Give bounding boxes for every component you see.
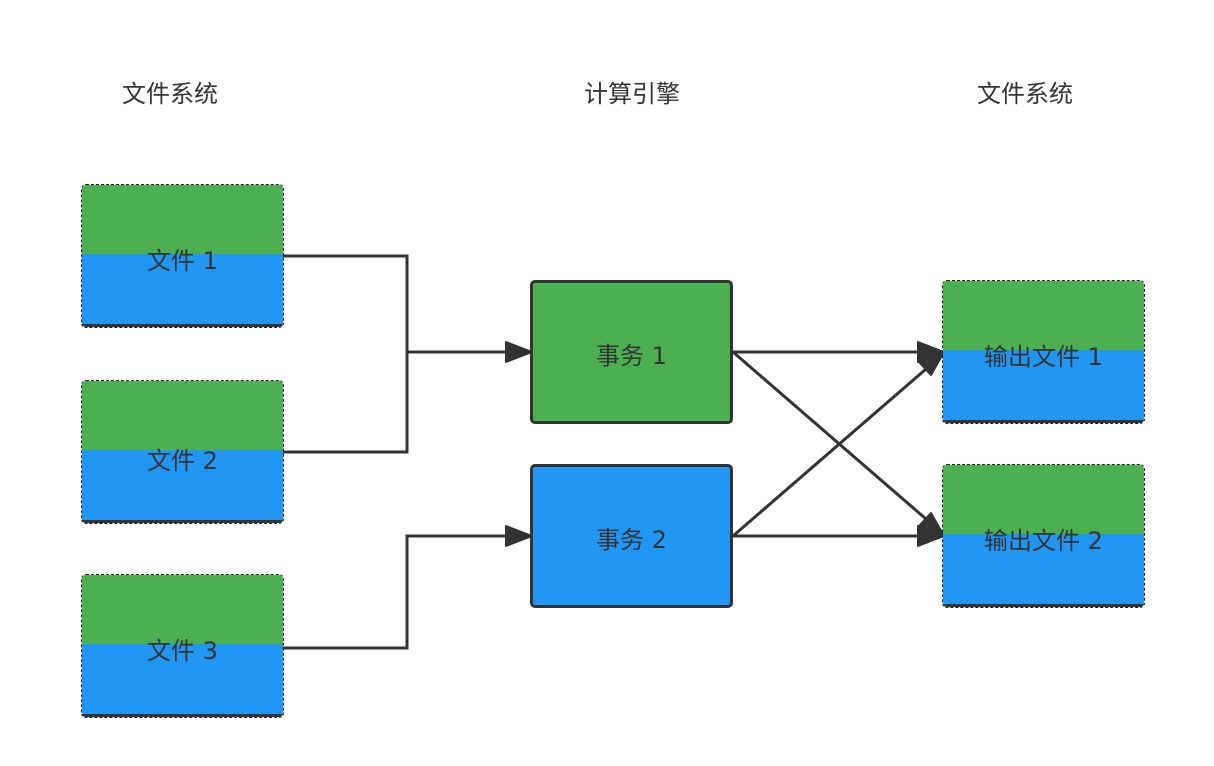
arrowhead-out2-diag — [918, 512, 945, 537]
output-file-2: 输出文件 2 — [942, 464, 1145, 608]
output-file-label: 输出文件 2 — [984, 527, 1103, 555]
arrowhead-out1-diag — [918, 351, 945, 376]
connector-file2 — [283, 352, 409, 454]
transaction-2: 事务 2 — [530, 464, 733, 608]
file-green-section — [943, 465, 1144, 538]
file-green-section — [943, 281, 1144, 354]
file-green-section — [82, 381, 283, 454]
input-file-label: 文件 3 — [147, 637, 218, 665]
arrowhead-tx2 — [505, 525, 533, 547]
input-file-1: 文件 1 — [81, 184, 284, 328]
arrowhead-tx1 — [505, 341, 533, 363]
input-file-label: 文件 1 — [147, 247, 218, 275]
file-blue-section — [82, 254, 283, 327]
connector-tx1-out2 — [732, 350, 927, 521]
file-blue-section — [943, 350, 1144, 423]
input-file-2: 文件 2 — [81, 380, 284, 524]
file-green-section — [82, 185, 283, 258]
file-blue-section — [82, 644, 283, 717]
file-green-section — [82, 575, 283, 648]
output-file-1: 输出文件 1 — [942, 280, 1145, 424]
file-blue-section — [943, 534, 1144, 607]
transaction-label: 事务 2 — [596, 526, 667, 554]
connector-file1 — [283, 254, 409, 352]
left-column-header: 文件系统 — [122, 80, 218, 108]
output-file-label: 输出文件 1 — [984, 343, 1103, 371]
input-file-3: 文件 3 — [81, 574, 284, 718]
transaction-label: 事务 1 — [596, 342, 667, 370]
middle-column-header: 计算引擎 — [584, 80, 680, 108]
input-file-label: 文件 2 — [147, 447, 218, 475]
right-column-header: 文件系统 — [977, 80, 1073, 108]
transaction-1: 事务 1 — [530, 280, 733, 424]
connector-tx2-out1 — [732, 367, 927, 538]
connector-file3 — [283, 534, 508, 650]
file-blue-section — [82, 450, 283, 523]
